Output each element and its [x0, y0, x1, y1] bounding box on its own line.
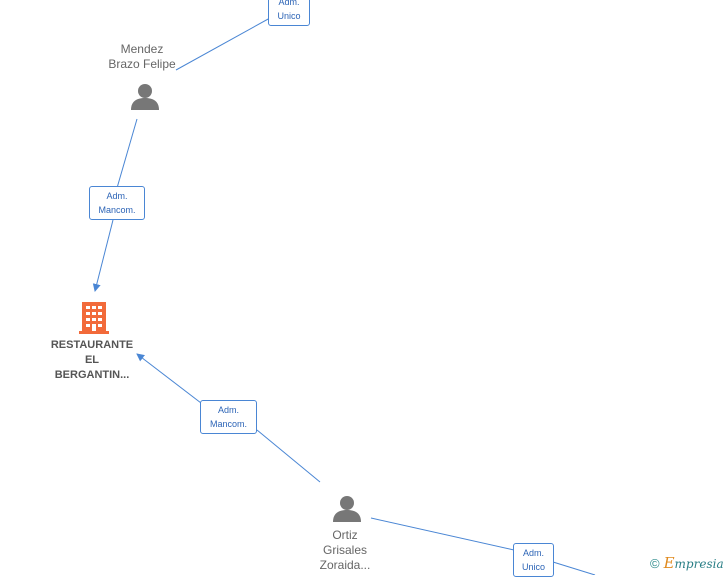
relation-badge-mendez-company[interactable]: Adm. Mancom.: [89, 186, 145, 220]
person-name-line: Brazo Felipe: [108, 57, 176, 71]
relation-badge-top[interactable]: Adm. Unico: [268, 0, 310, 26]
empresia-watermark: © Empresia: [650, 554, 724, 572]
person-name-line: Ortiz: [332, 528, 358, 542]
company-name-line: BERGANTIN...: [54, 369, 130, 381]
copyright-icon: ©: [650, 555, 660, 571]
relation-role: Adm.: [522, 548, 544, 558]
brand-initial: E: [663, 554, 675, 572]
person-name-line: Grisales: [322, 543, 367, 557]
relation-type: Mancom.: [209, 419, 247, 429]
relation-role: Adm.: [278, 0, 300, 7]
edge-ortiz-to-bottom: [370, 517, 515, 551]
person-name-line: Mendez: [120, 42, 164, 56]
company-name-line: EL: [84, 354, 100, 366]
brand-rest: mpresia: [674, 557, 724, 571]
company-name[interactable]: RESTAURANTE EL BERGANTIN...: [37, 338, 147, 383]
relation-type: Unico: [277, 11, 301, 21]
edge-mendez-to-company: [116, 118, 138, 189]
edge-ortiz-to-company: [256, 429, 321, 483]
edge-bottom-continue: [552, 561, 596, 575]
relation-type: Mancom.: [98, 205, 136, 215]
person-icon[interactable]: [332, 494, 362, 524]
person-name-line: Zoraida...: [319, 558, 371, 572]
person-icon[interactable]: [130, 82, 160, 112]
relation-badge-bottom[interactable]: Adm. Unico: [513, 543, 554, 577]
edge-mendez-to-company-arrow: [92, 219, 114, 292]
person-name-ortiz[interactable]: Ortiz Grisales Zoraida...: [295, 528, 395, 573]
relation-badge-ortiz-company[interactable]: Adm. Mancom.: [200, 400, 257, 434]
edge-ortiz-to-company-arrow: [136, 353, 202, 404]
building-icon[interactable]: [78, 300, 110, 334]
company-name-line: RESTAURANTE: [50, 339, 134, 351]
brand-logo: Empresia: [664, 554, 724, 572]
edge-top-to-mendez: [175, 17, 271, 71]
relation-type: Unico: [521, 562, 545, 572]
relation-role: Adm.: [106, 191, 128, 201]
relation-role: Adm.: [217, 405, 239, 415]
person-name-mendez[interactable]: Mendez Brazo Felipe: [92, 42, 192, 72]
